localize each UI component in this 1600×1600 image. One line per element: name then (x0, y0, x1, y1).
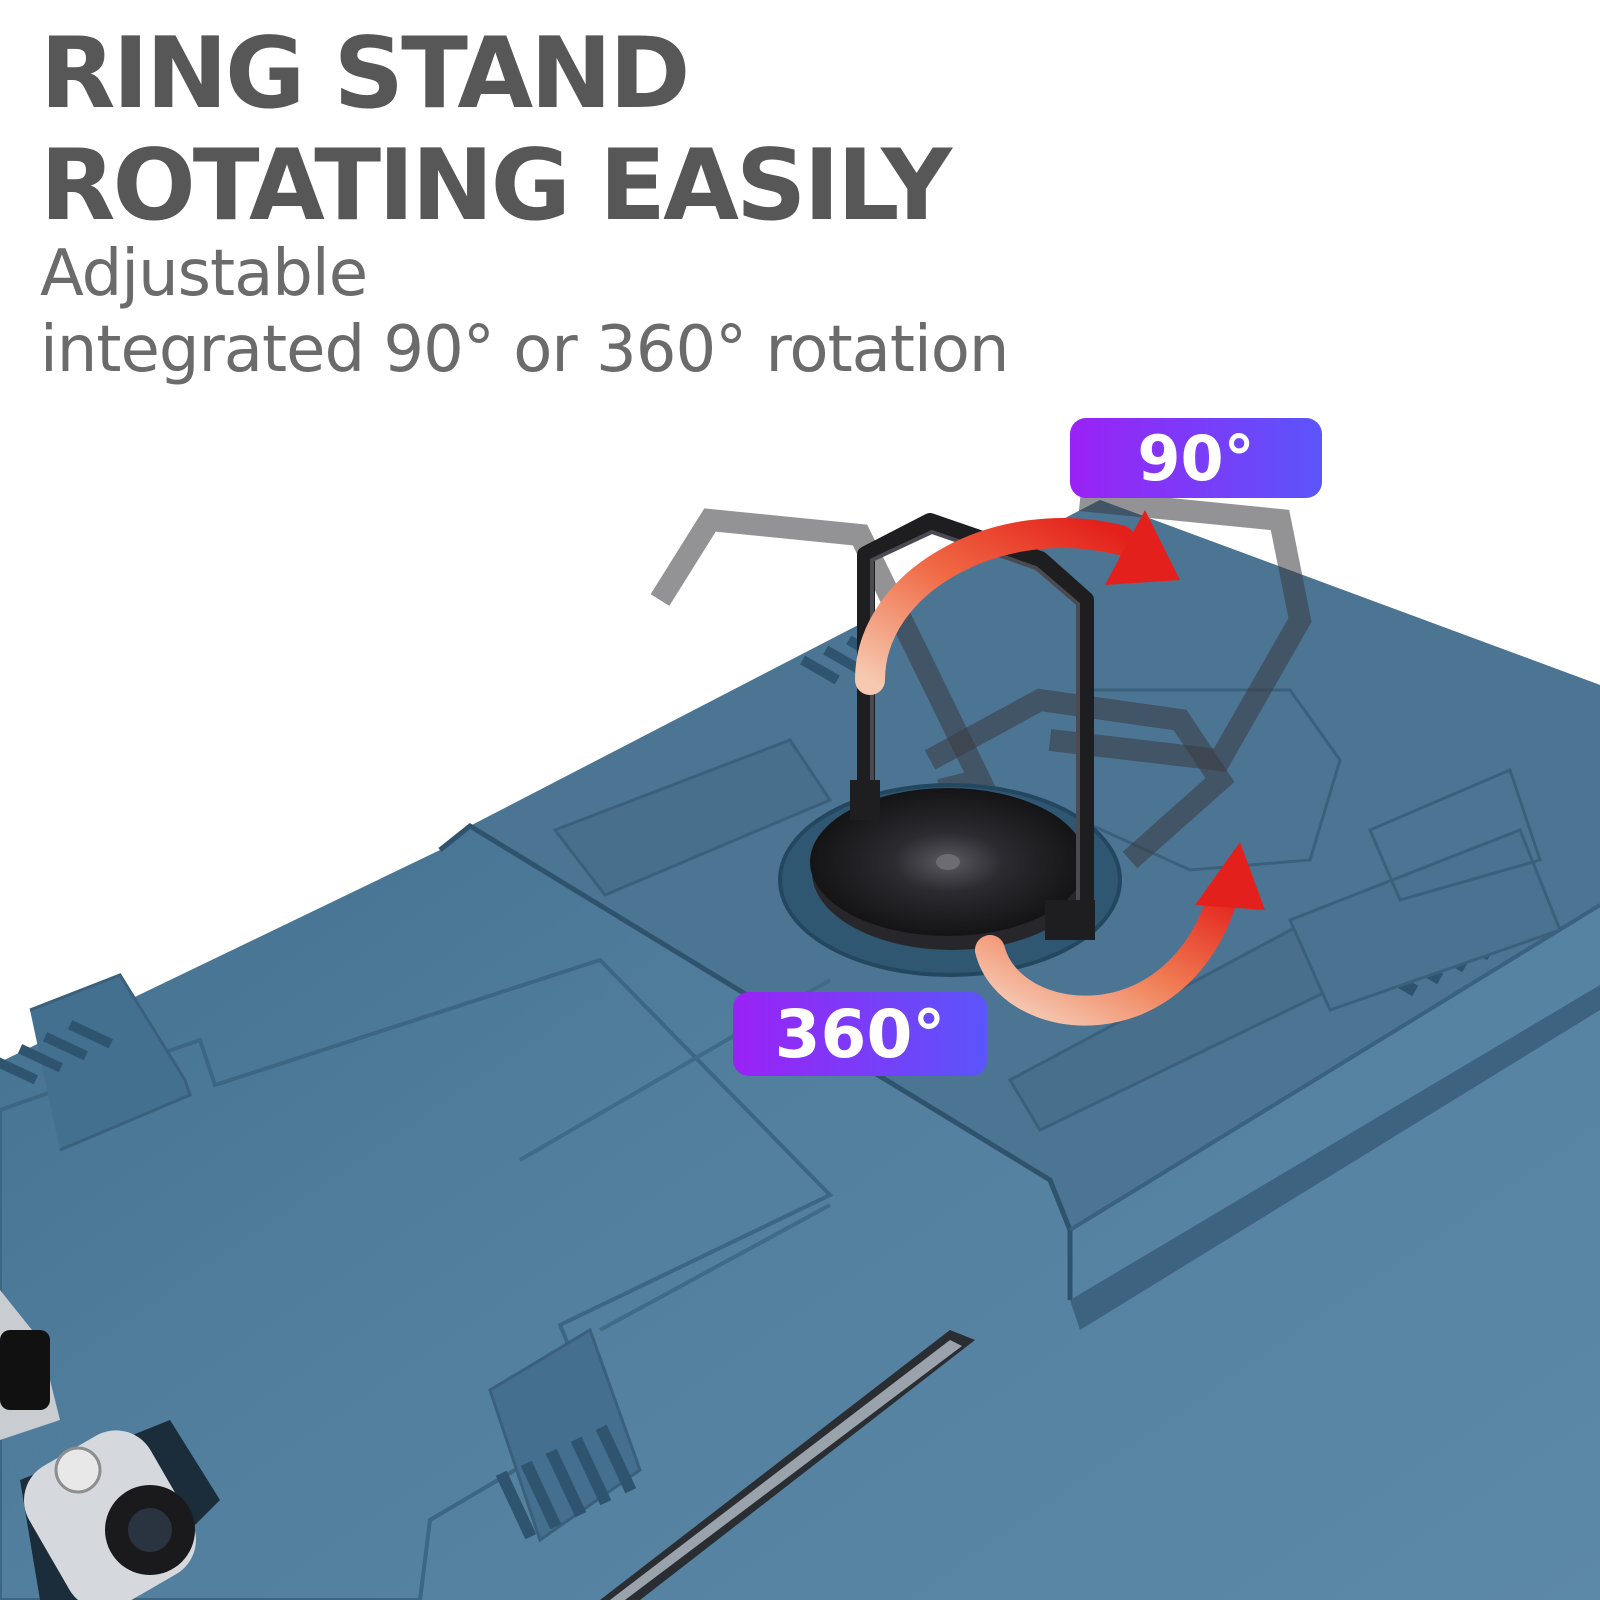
curved-arrow-icon (975, 842, 1265, 1026)
badge-360-degrees: 360° (733, 992, 987, 1076)
headline-line-2: ROTATING EASILY (40, 129, 952, 243)
badge-90-degrees: 90° (1070, 418, 1322, 498)
ring-stand (778, 513, 1122, 977)
subtitle-line-1: Adjustable (40, 237, 368, 311)
subtitle-line-2: integrated 90° or 360° rotation (40, 313, 1009, 387)
subtitle: Adjustable integrated 90° or 360° rotati… (40, 236, 1009, 388)
ring-motion-ghosts (650, 489, 1312, 869)
headline: RING STAND ROTATING EASILY (40, 17, 952, 243)
headline-line-1: RING STAND (40, 17, 691, 131)
camera-module (0, 1290, 220, 1600)
curved-arrow-icon (855, 510, 1180, 695)
